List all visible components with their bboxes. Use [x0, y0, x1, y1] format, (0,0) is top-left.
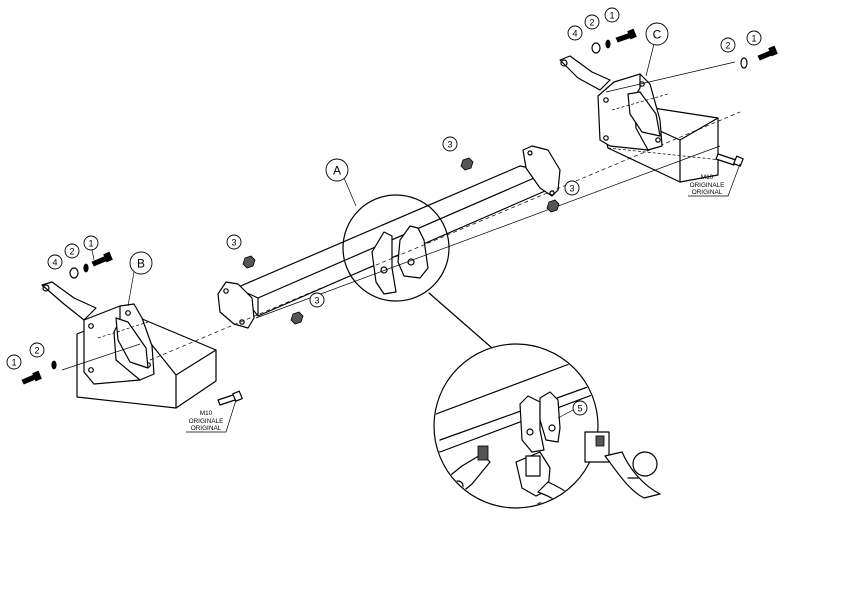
callout-label: 1: [609, 11, 614, 21]
assembly-b-marker: [129, 251, 153, 275]
callout-label: 1: [88, 239, 93, 249]
callout-label: 3: [569, 184, 574, 194]
callouts: 1 2 4 1 2 3 3 3 3 1 2 4 2 1 5 A B C: [6, 7, 762, 419]
svg-text:ORIGINAL: ORIGINAL: [692, 189, 723, 196]
note-right: M10 ORIGINALE ORIGINAL: [688, 163, 741, 197]
callout-label: 3: [231, 238, 236, 248]
assembly-a-label: A: [333, 164, 341, 178]
svg-text:ORIGINALE: ORIGINALE: [189, 418, 224, 425]
bracket-c: [559, 55, 741, 183]
callout-label: 2: [725, 41, 730, 51]
crossbeam-a: [149, 111, 741, 361]
bolt-m10-left: [217, 390, 243, 406]
callout-label: 1: [751, 34, 756, 44]
callout-label: 3: [447, 140, 452, 150]
bolt-1-left-low: [21, 370, 42, 385]
callout-label: 1: [11, 358, 16, 368]
callout-label: 2: [34, 346, 39, 356]
detail-leader-line: [428, 292, 493, 349]
detail-marker-circle: [342, 194, 450, 302]
bolt-m10-right: [715, 153, 744, 167]
assembly-b-label: B: [137, 257, 145, 271]
bolt-1-left-top: [91, 251, 113, 267]
callout-label: 4: [52, 258, 57, 268]
detail-view: [433, 343, 661, 509]
callout-label: 2: [589, 18, 594, 28]
callout-label: 3: [314, 296, 319, 306]
callout-label: 2: [69, 247, 74, 257]
assembly-a-marker: [325, 158, 349, 182]
svg-text:M10: M10: [701, 174, 714, 181]
svg-text:ORIGINAL: ORIGINAL: [191, 425, 222, 432]
fasteners: [21, 28, 778, 406]
assembly-c-marker: [645, 22, 669, 46]
bolt-1-right-top: [615, 28, 637, 43]
callout-bolt-left-top: [83, 235, 99, 251]
assembly-c-label: C: [653, 28, 662, 42]
callout-label: 4: [572, 29, 577, 39]
svg-text:M10: M10: [200, 410, 213, 417]
bracket-b: [41, 281, 217, 409]
note-left: M10 ORIGINALE ORIGINAL: [186, 399, 237, 433]
bolt-1-right-far: [757, 45, 778, 61]
svg-text:ORIGINALE: ORIGINALE: [690, 182, 725, 189]
callout-label: 5: [577, 404, 582, 414]
